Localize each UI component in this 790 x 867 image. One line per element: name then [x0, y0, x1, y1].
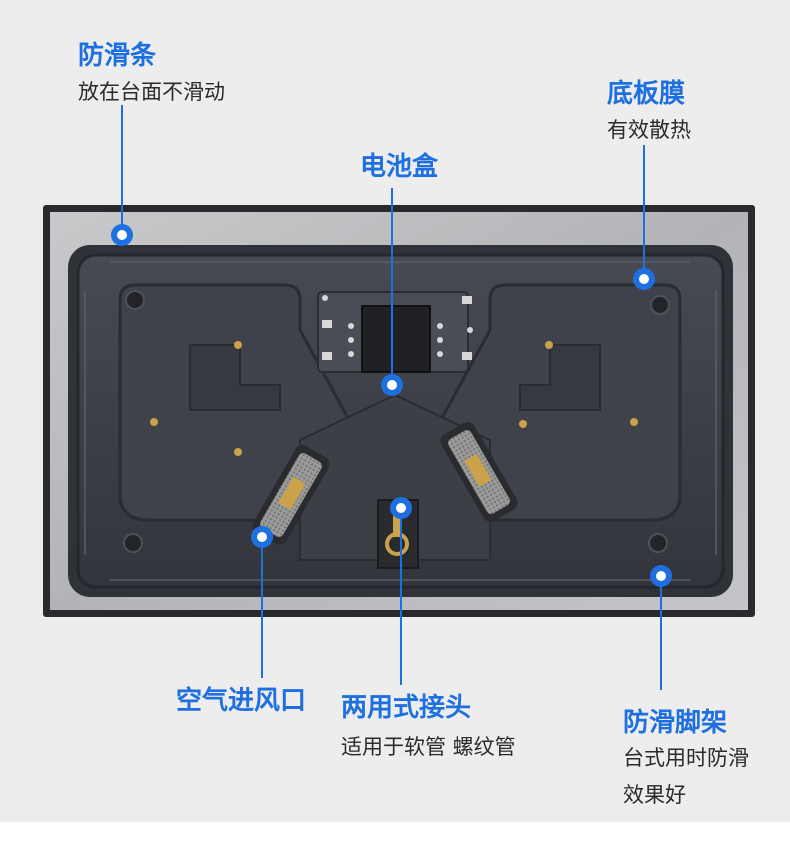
dot-base-film [633, 268, 655, 290]
lead-air-inlet [261, 536, 263, 678]
dot-anti-slip-feet [650, 565, 672, 587]
foot-bottom-right [648, 533, 668, 553]
foot-top-left [125, 290, 145, 310]
dot-anti-slip-strip [111, 224, 133, 246]
right-air-inlet [440, 422, 518, 522]
foot-top-right [650, 295, 670, 315]
air-inlet-title: 空气进风口 [176, 686, 307, 716]
lead-dual-connector [400, 507, 402, 685]
foot-bottom-left [123, 533, 143, 553]
lead-base-film [643, 145, 645, 278]
lead-anti-slip-feet [660, 575, 662, 690]
dot-battery-box [381, 374, 403, 396]
dual-connector-title: 两用式接头 [341, 693, 472, 723]
left-air-inlet [252, 445, 330, 545]
lead-battery-box [391, 188, 393, 384]
anti-slip-feet-desc-line1: 台式用时防滑 [623, 746, 749, 770]
anti-slip-strip-desc: 放在台面不滑动 [78, 80, 225, 104]
base-film-title: 底板膜 [607, 79, 686, 109]
dot-air-inlet [251, 526, 273, 548]
battery-box-title: 电池盒 [360, 152, 439, 182]
battery-box-shape [361, 305, 431, 373]
anti-slip-feet-desc-line2: 效果好 [623, 783, 686, 807]
anti-slip-strip-title: 防滑条 [78, 41, 157, 71]
lead-anti-slip-strip [121, 105, 123, 233]
dual-connector-desc: 适用于软管 螺纹管 [341, 735, 516, 759]
anti-slip-feet-title: 防滑脚架 [623, 708, 728, 738]
dot-dual-connector [390, 497, 412, 519]
base-film-desc: 有效散热 [607, 118, 691, 142]
bottom-strip [0, 822, 790, 867]
